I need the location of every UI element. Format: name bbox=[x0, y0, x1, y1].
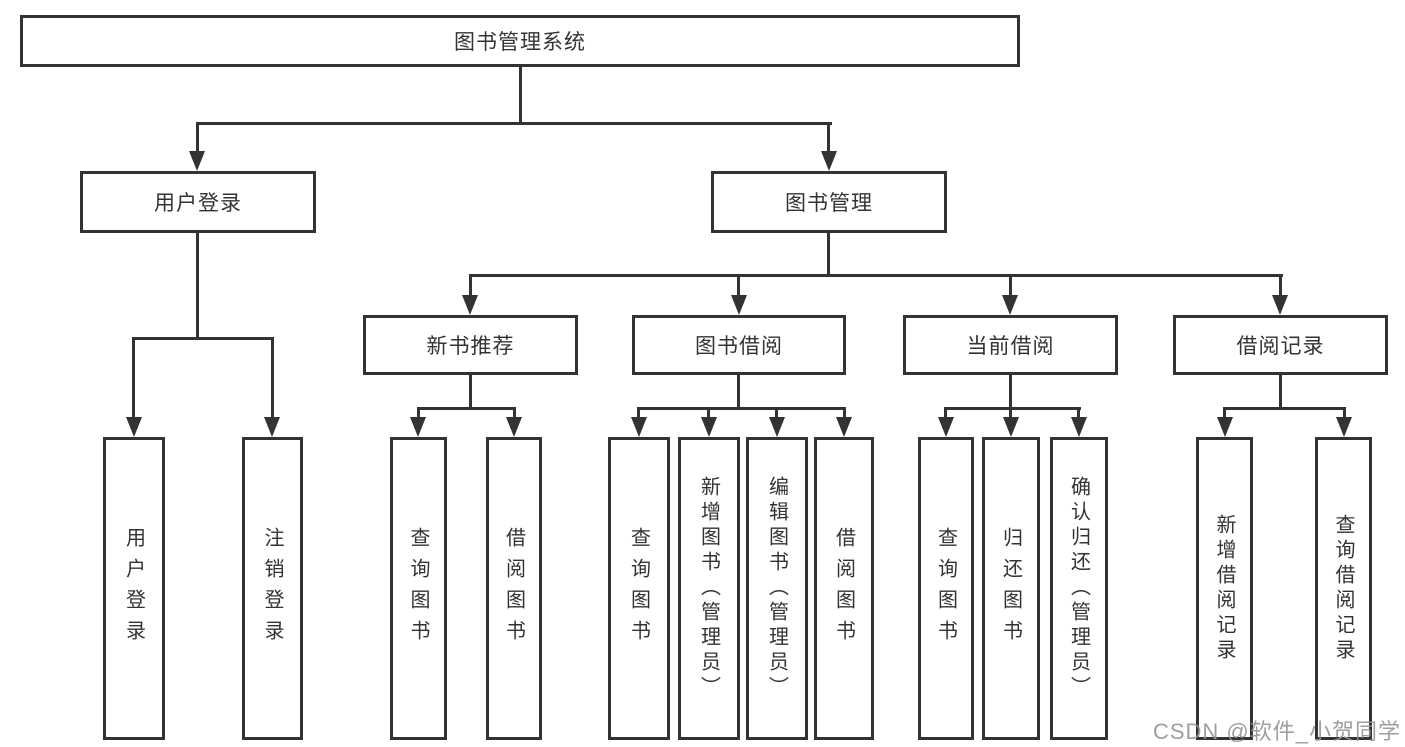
leaf-add-borrowing-record: 新增借阅记录 bbox=[1196, 437, 1253, 740]
connector-line bbox=[1279, 375, 1282, 407]
leaf-return-books: 归还图书 bbox=[982, 437, 1040, 740]
node-current-borrowing: 当前借阅 bbox=[903, 315, 1118, 375]
connector-line bbox=[469, 274, 1283, 277]
connector-line bbox=[513, 407, 516, 419]
arrowhead-down bbox=[1003, 417, 1019, 437]
connector-line bbox=[737, 375, 740, 407]
arrowhead-down bbox=[631, 417, 647, 437]
node-borrowing-records-label: 借阅记录 bbox=[1236, 335, 1325, 358]
leaf-borrow-books-recommendation: 借阅图书 bbox=[486, 437, 542, 740]
arrowhead-down bbox=[126, 417, 142, 437]
connector-line bbox=[469, 375, 472, 407]
leaf-return-books-label: 归还图书 bbox=[999, 526, 1022, 651]
leaf-add-books-admin-label: 新增图书（管理员） bbox=[697, 476, 720, 701]
connector-line bbox=[944, 407, 947, 419]
connector-line bbox=[1077, 407, 1080, 419]
leaf-edit-books-admin: 编辑图书（管理员） bbox=[746, 437, 808, 740]
connector-line bbox=[1009, 407, 1012, 419]
arrowhead-down bbox=[506, 417, 522, 437]
arrowhead-down bbox=[264, 417, 280, 437]
arrowhead-down bbox=[821, 151, 837, 171]
arrowhead-down bbox=[462, 295, 478, 315]
node-new-book-recommendation: 新书推荐 bbox=[363, 315, 578, 375]
connector-line bbox=[1009, 274, 1012, 297]
leaf-confirm-return-admin: 确认归还（管理员） bbox=[1050, 437, 1108, 740]
node-root-library-system: 图书管理系统 bbox=[20, 15, 1020, 67]
arrowhead-down bbox=[1272, 295, 1288, 315]
node-current-borrowing-label: 当前借阅 bbox=[966, 335, 1055, 358]
arrowhead-down bbox=[189, 151, 205, 171]
node-book-borrowing: 图书借阅 bbox=[632, 315, 846, 375]
connector-line bbox=[519, 67, 522, 122]
leaf-add-books-admin: 新增图书（管理员） bbox=[678, 437, 740, 740]
leaf-query-books-current: 查询图书 bbox=[918, 437, 974, 740]
leaf-query-books-borrowing-label: 查询图书 bbox=[627, 526, 650, 651]
arrowhead-down bbox=[731, 295, 747, 315]
connector-line bbox=[1343, 407, 1346, 419]
leaf-user-login: 用户登录 bbox=[103, 437, 165, 740]
leaf-user-login-label: 用户登录 bbox=[122, 526, 145, 651]
node-user-login-label: 用户登录 bbox=[154, 192, 242, 215]
arrowhead-down bbox=[1336, 417, 1352, 437]
leaf-query-borrowing-record-label: 查询借阅记录 bbox=[1332, 513, 1354, 664]
connector-line bbox=[132, 337, 274, 340]
arrowhead-down bbox=[1002, 295, 1018, 315]
connector-line bbox=[775, 407, 778, 419]
leaf-logout: 注销登录 bbox=[242, 437, 303, 740]
node-borrowing-records: 借阅记录 bbox=[1173, 315, 1388, 375]
connector-line bbox=[196, 233, 199, 337]
leaf-query-borrowing-record: 查询借阅记录 bbox=[1315, 437, 1372, 740]
leaf-borrow-books-recommendation-label: 借阅图书 bbox=[502, 526, 525, 651]
node-new-book-recommendation-label: 新书推荐 bbox=[426, 335, 515, 358]
arrowhead-down bbox=[1217, 417, 1233, 437]
connector-line bbox=[196, 122, 832, 125]
node-book-borrowing-label: 图书借阅 bbox=[695, 335, 783, 358]
connector-line bbox=[196, 122, 199, 153]
leaf-query-books-recommendation: 查询图书 bbox=[390, 437, 447, 740]
connector-line bbox=[827, 122, 830, 153]
arrowhead-down bbox=[410, 417, 426, 437]
connector-line bbox=[469, 274, 472, 297]
connector-line bbox=[827, 233, 830, 274]
connector-line bbox=[132, 337, 135, 418]
node-root-label: 图书管理系统 bbox=[454, 31, 586, 54]
arrowhead-down bbox=[938, 417, 954, 437]
node-user-login: 用户登录 bbox=[80, 171, 316, 233]
connector-line bbox=[637, 407, 846, 410]
connector-line bbox=[417, 407, 420, 419]
leaf-query-books-current-label: 查询图书 bbox=[934, 526, 957, 651]
leaf-add-borrowing-record-label: 新增借阅记录 bbox=[1213, 513, 1235, 664]
leaf-confirm-return-admin-label: 确认归还（管理员） bbox=[1067, 476, 1090, 701]
connector-line bbox=[1009, 375, 1012, 407]
connector-line bbox=[637, 407, 640, 419]
connector-line bbox=[417, 407, 516, 410]
leaf-logout-label: 注销登录 bbox=[261, 526, 283, 651]
connector-line bbox=[271, 337, 274, 418]
arrowhead-down bbox=[836, 417, 852, 437]
arrowhead-down bbox=[769, 417, 785, 437]
leaf-query-books-borrowing: 查询图书 bbox=[608, 437, 670, 740]
leaf-borrow-books: 借阅图书 bbox=[814, 437, 874, 740]
node-book-management-label: 图书管理 bbox=[785, 192, 873, 215]
connector-line bbox=[737, 274, 740, 297]
csdn-watermark: CSDN @软件_小贺同学 bbox=[1152, 719, 1401, 744]
leaf-borrow-books-label: 借阅图书 bbox=[832, 526, 855, 651]
connector-line bbox=[1223, 407, 1226, 419]
arrowhead-down bbox=[701, 417, 717, 437]
connector-line bbox=[707, 407, 710, 419]
connector-line bbox=[944, 407, 1081, 410]
connector-line bbox=[1279, 274, 1282, 297]
leaf-edit-books-admin-label: 编辑图书（管理员） bbox=[765, 476, 788, 701]
node-book-management: 图书管理 bbox=[711, 171, 947, 233]
connector-line bbox=[1223, 407, 1346, 410]
connector-line bbox=[843, 407, 846, 419]
leaf-query-books-recommendation-label: 查询图书 bbox=[407, 526, 429, 651]
arrowhead-down bbox=[1071, 417, 1087, 437]
